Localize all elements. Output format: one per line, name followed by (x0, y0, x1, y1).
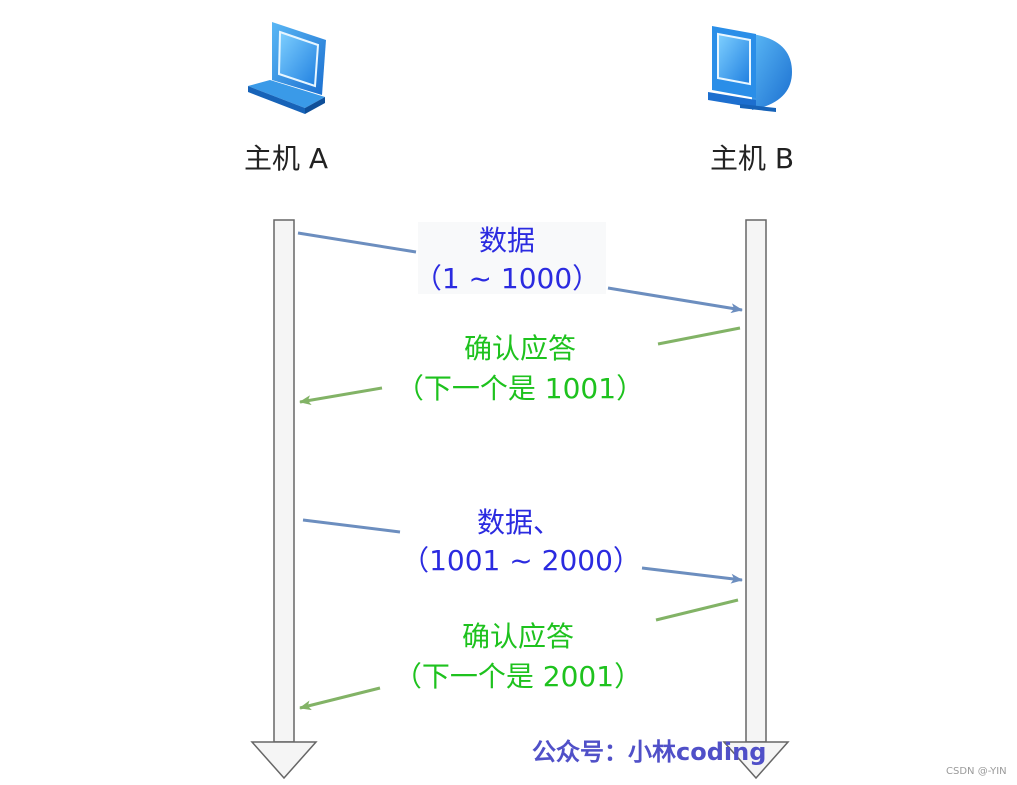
watermark-text: 公众号：小林coding (532, 738, 766, 766)
message-arrow-data-2a (302, 518, 401, 534)
message-arrow-ack-2b (299, 686, 381, 711)
message-ack-2-next: （下一个是 2001） (394, 660, 642, 693)
message-ack-1: 确认应答 （下一个是 1001） (299, 326, 741, 406)
message-arrow-ack-1b (299, 386, 383, 406)
message-arrow-data-1b (607, 286, 743, 314)
message-ack-2: 确认应答 （下一个是 2001） (299, 598, 739, 711)
message-data-2-title: 数据、 (477, 506, 561, 539)
csdn-credit: CSDN @-YIN (946, 766, 1007, 777)
message-data-2: 数据、 （1001 ~ 2000） (302, 506, 743, 584)
message-ack-2-title: 确认应答 (462, 620, 574, 653)
message-ack-1-title: 确认应答 (464, 332, 576, 365)
host-b-timeline (722, 219, 790, 780)
message-ack-1-next: （下一个是 1001） (396, 372, 644, 405)
message-data-1: 数据 （1 ~ 1000） (297, 222, 743, 314)
message-data-2-range: （1001 ~ 2000） (401, 544, 641, 577)
message-arrow-ack-1a (657, 326, 741, 346)
message-arrow-data-2b (641, 566, 743, 584)
host-a-timeline (250, 219, 318, 780)
host-b-label: 主机 B (710, 142, 794, 175)
host-a-label: 主机 A (244, 142, 328, 175)
desktop-computer-icon (708, 26, 792, 112)
message-data-1-range: （1 ~ 1000） (414, 262, 600, 295)
message-arrow-data-1a (297, 231, 417, 254)
laptop-icon (248, 22, 326, 114)
message-data-1-title: 数据 (479, 224, 535, 257)
message-arrow-ack-2a (655, 598, 739, 622)
